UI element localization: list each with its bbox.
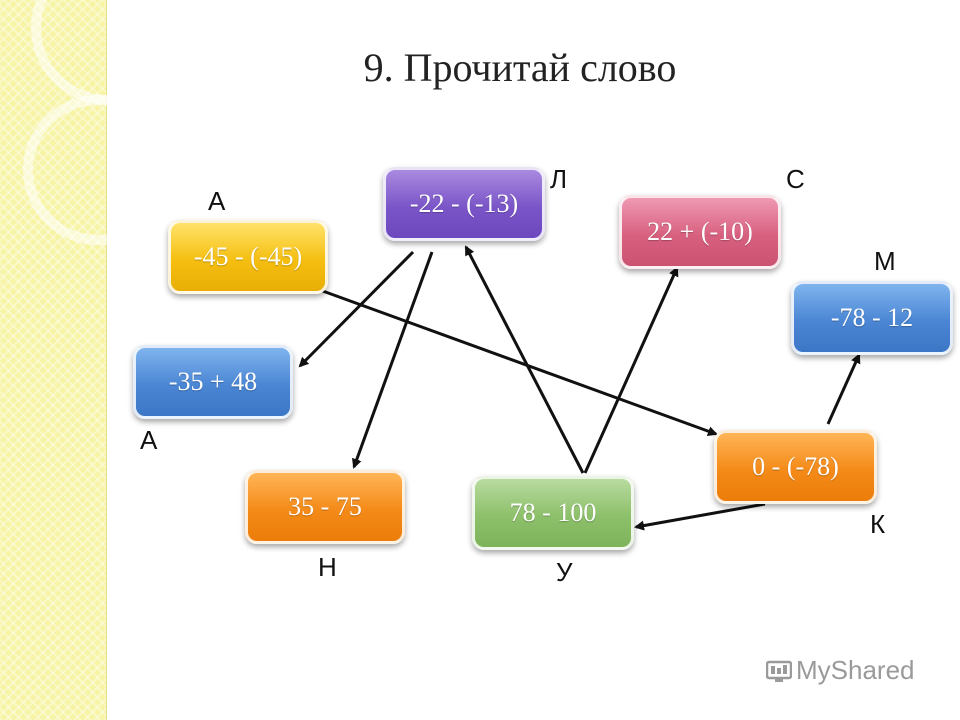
box-b5: 78 - 100 xyxy=(472,476,634,550)
box-b6: 22 + (-10) xyxy=(619,195,781,269)
arrow-b1-to-b3 xyxy=(298,250,415,368)
arrow-b5-to-b1 xyxy=(464,245,585,474)
box-b8-label: 0 - (-78) xyxy=(752,452,839,481)
box-b4-label: 35 - 75 xyxy=(288,492,362,521)
logo-text: MyShared xyxy=(796,655,915,685)
box-b2-label: -45 - (-45) xyxy=(193,242,303,271)
box-b5-label: 78 - 100 xyxy=(509,498,597,527)
box-b1-label: -22 - (-13) xyxy=(409,189,519,218)
arrow-b8-to-b7 xyxy=(826,353,861,425)
letter-b1: Л xyxy=(550,164,568,194)
letter-b4: Н xyxy=(318,552,337,582)
arrow-b1-to-b4 xyxy=(352,251,434,469)
letter-b8: К xyxy=(870,509,886,539)
box-b3: -35 + 48 xyxy=(133,345,293,419)
box-b7: -78 - 12 xyxy=(791,281,953,355)
arrow-b8-to-b5 xyxy=(634,502,766,531)
logo-icon xyxy=(766,660,792,682)
box-b8: 0 - (-78) xyxy=(714,430,877,504)
arrow-b2-to-b8 xyxy=(319,288,718,436)
letter-b6: С xyxy=(786,164,805,194)
box-b4: 35 - 75 xyxy=(245,470,405,544)
box-b7-label: -78 - 12 xyxy=(830,303,914,332)
letter-b2: А xyxy=(208,186,226,216)
box-b2: -45 - (-45) xyxy=(168,220,328,294)
box-b1: -22 - (-13) xyxy=(383,167,545,241)
letter-b3: А xyxy=(140,425,158,455)
arrow-b5-to-b6 xyxy=(583,266,679,474)
box-b3-label: -35 + 48 xyxy=(168,367,258,396)
box-b6-label: 22 + (-10) xyxy=(647,217,753,246)
myshared-logo: MyShared xyxy=(766,655,915,686)
letter-b7: М xyxy=(874,246,896,276)
letter-b5: У xyxy=(556,557,573,587)
page-title: 9. Прочитай слово xyxy=(363,45,677,90)
decorative-circles xyxy=(23,0,185,245)
